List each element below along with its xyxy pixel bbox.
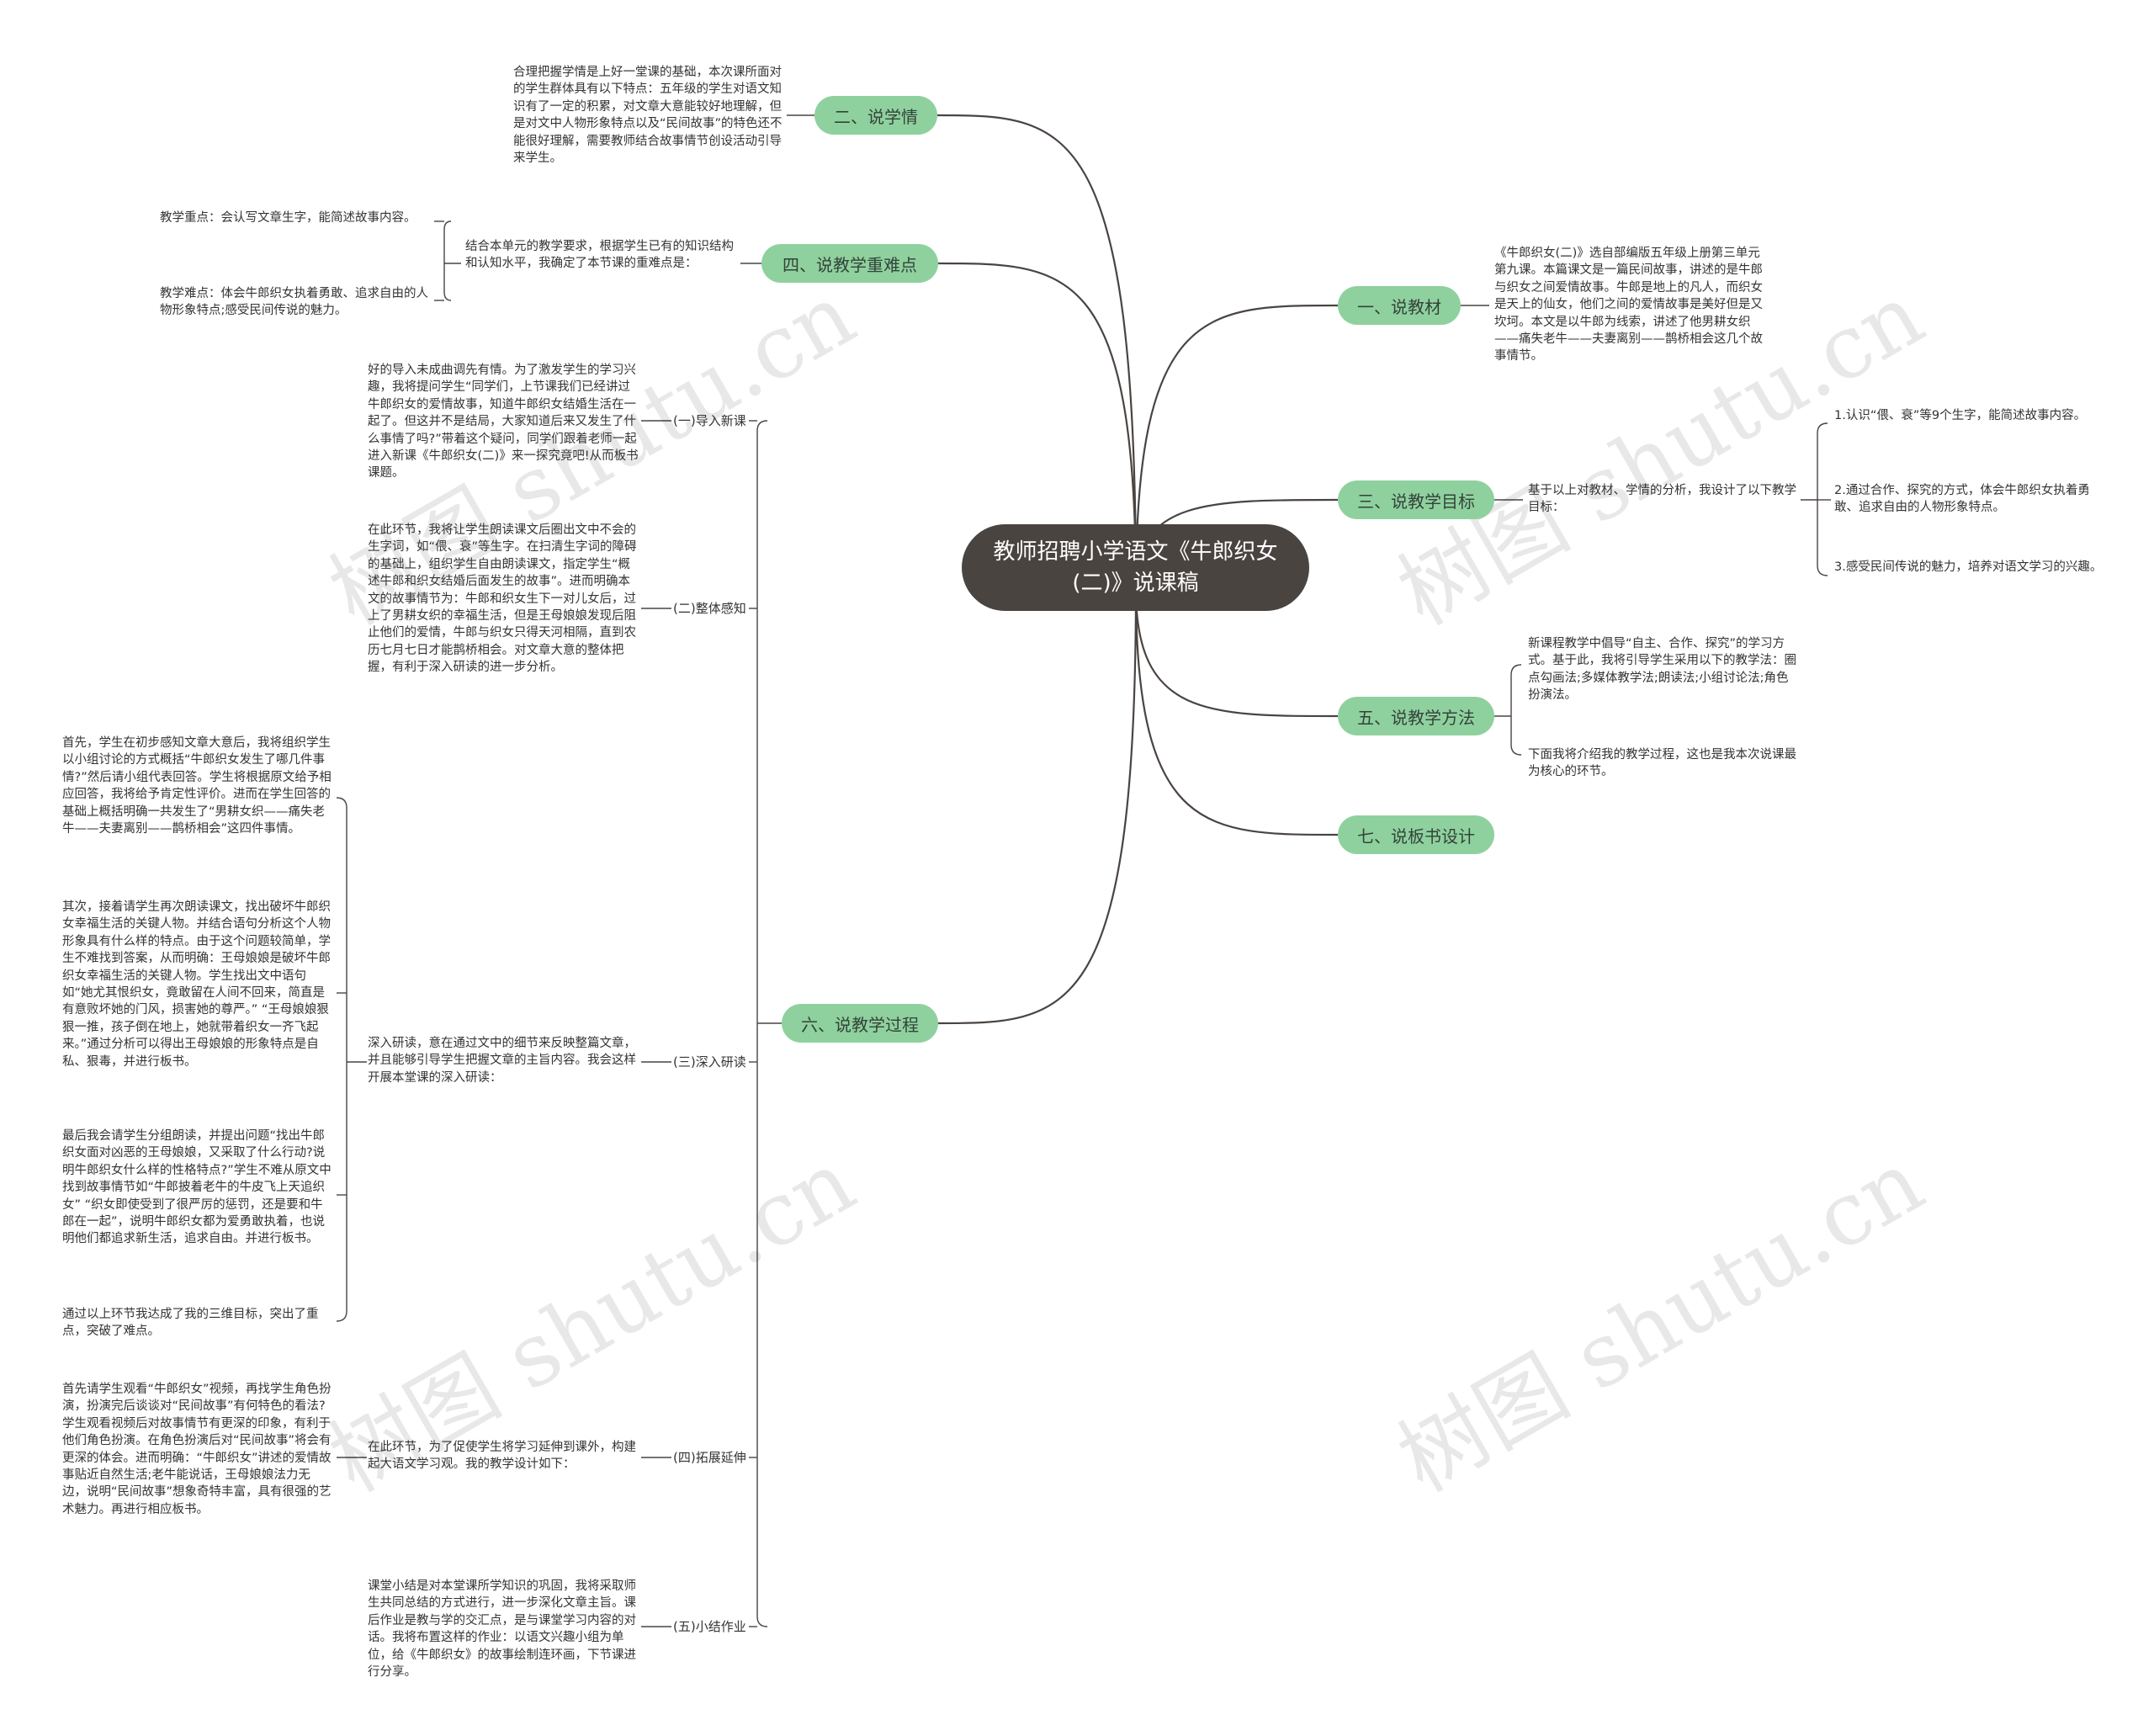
process-step-summary[interactable]: (五)小结作业 [673,1619,746,1634]
branch-label: 六、说教学过程 [801,1014,919,1035]
link-root-banshu [1134,588,1339,836]
note-teaching-difficulty: 教学难点：体会牛郎织女执着勇敢、追求自由的人物形象特点;感受民间传说的魅力。 [160,287,428,318]
note-goal-3: 3.感受民间传说的魅力，培养对语文学习的兴趣。 [1834,560,2103,574]
note-step-summary: 课堂小结是对本堂课所学知识的巩固，我将采取师生共同总结的方式进行，进一步深化文章… [368,1579,636,1680]
process-step-intro[interactable]: (一)导入新课 [673,413,746,428]
process-step-overview[interactable]: (二)整体感知 [673,601,746,616]
branch-label: 一、说教材 [1357,296,1441,317]
note-method: 新课程教学中倡导“自主、合作、探究”的学习方式。基于此，我将引导学生采用以下的教… [1528,637,1796,703]
branch-jiaoxue-guocheng[interactable]: 六、说教学过程 [782,1004,938,1043]
note-deep-reading-3: 最后我会请学生分组朗读，并提出问题“找出牛郎织女面对凶恶的王母娘娘，又采取了什么… [62,1129,332,1246]
process-step-extension[interactable]: (四)拓展延伸 [673,1450,746,1465]
branch-jiaoxue-fangfa[interactable]: 五、说教学方法 [1338,697,1494,735]
note-extension-1: 首先请学生观看“牛郎织女”视频，再找学生角色扮演，扮演完后谈谈对“民间故事”有何… [62,1383,332,1516]
note-deep-reading-4: 通过以上环节我达成了我的三维目标，突出了重点，突破了难点。 [62,1308,319,1339]
note-goal-1: 1.认识“偎、衰”等9个生字，能简述故事内容。 [1834,409,2087,422]
link-root-zhongnandian [937,262,1138,590]
note-xueqing: 合理把握学情是上好一堂课的基础，本次课所面对的学生群体具有以下特点：五年级的学生… [513,66,783,166]
link-root-xueqing [936,114,1138,590]
link-root-jiaocai [1134,304,1339,590]
root-topic[interactable]: 教师招聘小学语文《牛郎织女(二)》说课稿 [962,524,1309,611]
note-step-extension: 在此环节，为了促使学生将学习延伸到课外，构建起大语文学习观。我的教学设计如下： [368,1441,636,1472]
branch-label: 四、说教学重难点 [783,254,917,275]
note-jiaoxue-mubiao: 基于以上对教材、学情的分析，我设计了以下教学目标： [1528,484,1796,515]
branch-label: 五、说教学方法 [1357,707,1475,728]
link-root-process [937,588,1138,1025]
branch-label: 七、说板书设计 [1357,826,1475,847]
branch-label: 三、说教学目标 [1357,491,1475,512]
bracket-zhongnandian [443,220,452,301]
bracket-deep-reading [336,797,348,1322]
note-deep-reading-1: 首先，学生在初步感知文章大意后，我将组织学生以小组讨论的方式概括“牛郎织女发生了… [62,736,332,836]
note-step-intro: 好的导入未成曲调先有情。为了激发学生的学习兴趣，我将提问学生“同学们，上节课我们… [368,364,639,480]
bracket-methods [1510,664,1522,756]
branch-banshu-sheji[interactable]: 七、说板书设计 [1338,815,1494,854]
branch-zhongnandian[interactable]: 四、说教学重难点 [761,244,938,283]
root-title: 教师招聘小学语文《牛郎织女(二)》说课稿 [993,539,1278,596]
note-step-deep-reading: 深入研读，意在通过文中的细节来反映整篇文章，并且能够引导学生把握文章的主旨内容。… [368,1037,636,1085]
note-method-next: 下面我将介绍我的教学过程，这也是我本次说课最为核心的环节。 [1528,748,1796,779]
note-zhongnandian: 结合本单元的教学要求，根据学生已有的知识结构和认知水平，我确定了本节课的重难点是… [465,240,734,271]
process-step-deep-reading[interactable]: (三)深入研读 [673,1054,746,1070]
note-step-overview: 在此环节，我将让学生朗读课文后圈出文中不会的生字词，如“偎、衰”等生字。在扫清生… [368,523,637,675]
branch-xueqing[interactable]: 二、说学情 [814,96,937,135]
branch-label: 二、说学情 [834,106,918,127]
branch-jiaoxue-mubiao[interactable]: 三、说教学目标 [1338,480,1494,519]
note-teaching-focus: 教学重点：会认写文章生字，能简述故事内容。 [160,211,416,225]
note-goal-2: 2.通过合作、探究的方式，体会牛郎织女执着勇敢、追求自由的人物形象特点。 [1834,484,2090,515]
branch-jiaocai[interactable]: 一、说教材 [1338,286,1461,325]
note-deep-reading-2: 其次，接着请学生再次朗读课文，找出破坏牛郎织女幸福生活的关键人物。并结合语句分析… [62,900,331,1069]
link-root-fangfa [1134,588,1339,718]
note-jiaocai: 《牛郎织女(二)》选自部编版五年级上册第三单元第九课。本篇课文是一篇民间故事，讲… [1494,247,1763,364]
